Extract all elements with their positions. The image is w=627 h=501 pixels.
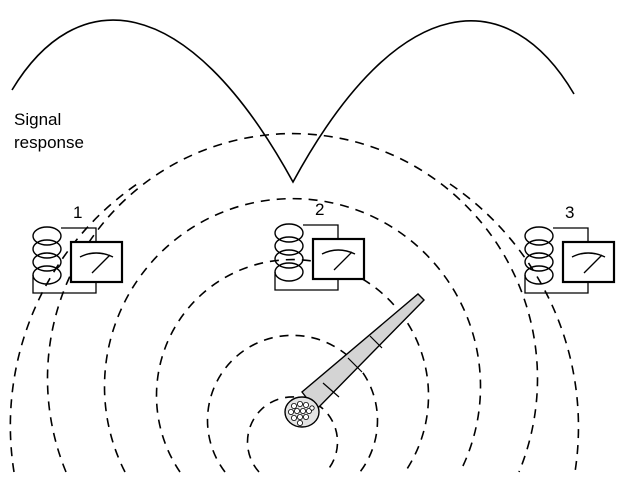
sensor-1-label: 1 (73, 203, 82, 222)
field-circle-3 (155, 258, 430, 473)
meter-icon (311, 237, 366, 281)
signal-response-curve (11, 19, 575, 184)
sensor-1: 1 (32, 203, 124, 294)
field-circle-5 (46, 132, 539, 473)
cable-jacket (301, 293, 425, 412)
meter-icon (69, 240, 124, 284)
coil-icon (32, 226, 62, 285)
field-circle-6-right (449, 183, 580, 473)
cable-strands (287, 400, 315, 426)
signal-response-label-line1: Signal (14, 110, 61, 129)
field-circle-4 (103, 197, 482, 473)
sensor-3: 3 (524, 203, 616, 294)
field-circle-6 (9, 181, 141, 473)
meter-icon (561, 240, 616, 284)
sensor-3-label: 3 (565, 203, 574, 222)
coil-icon (274, 223, 304, 282)
coil-icon (524, 226, 554, 285)
cable (284, 293, 425, 428)
sensor-2: 2 (274, 200, 366, 291)
magnetic-field-lines (9, 132, 580, 473)
field-circle-1 (246, 396, 339, 473)
sensor-2-label: 2 (315, 200, 324, 219)
signal-response-label-line2: response (14, 133, 84, 152)
